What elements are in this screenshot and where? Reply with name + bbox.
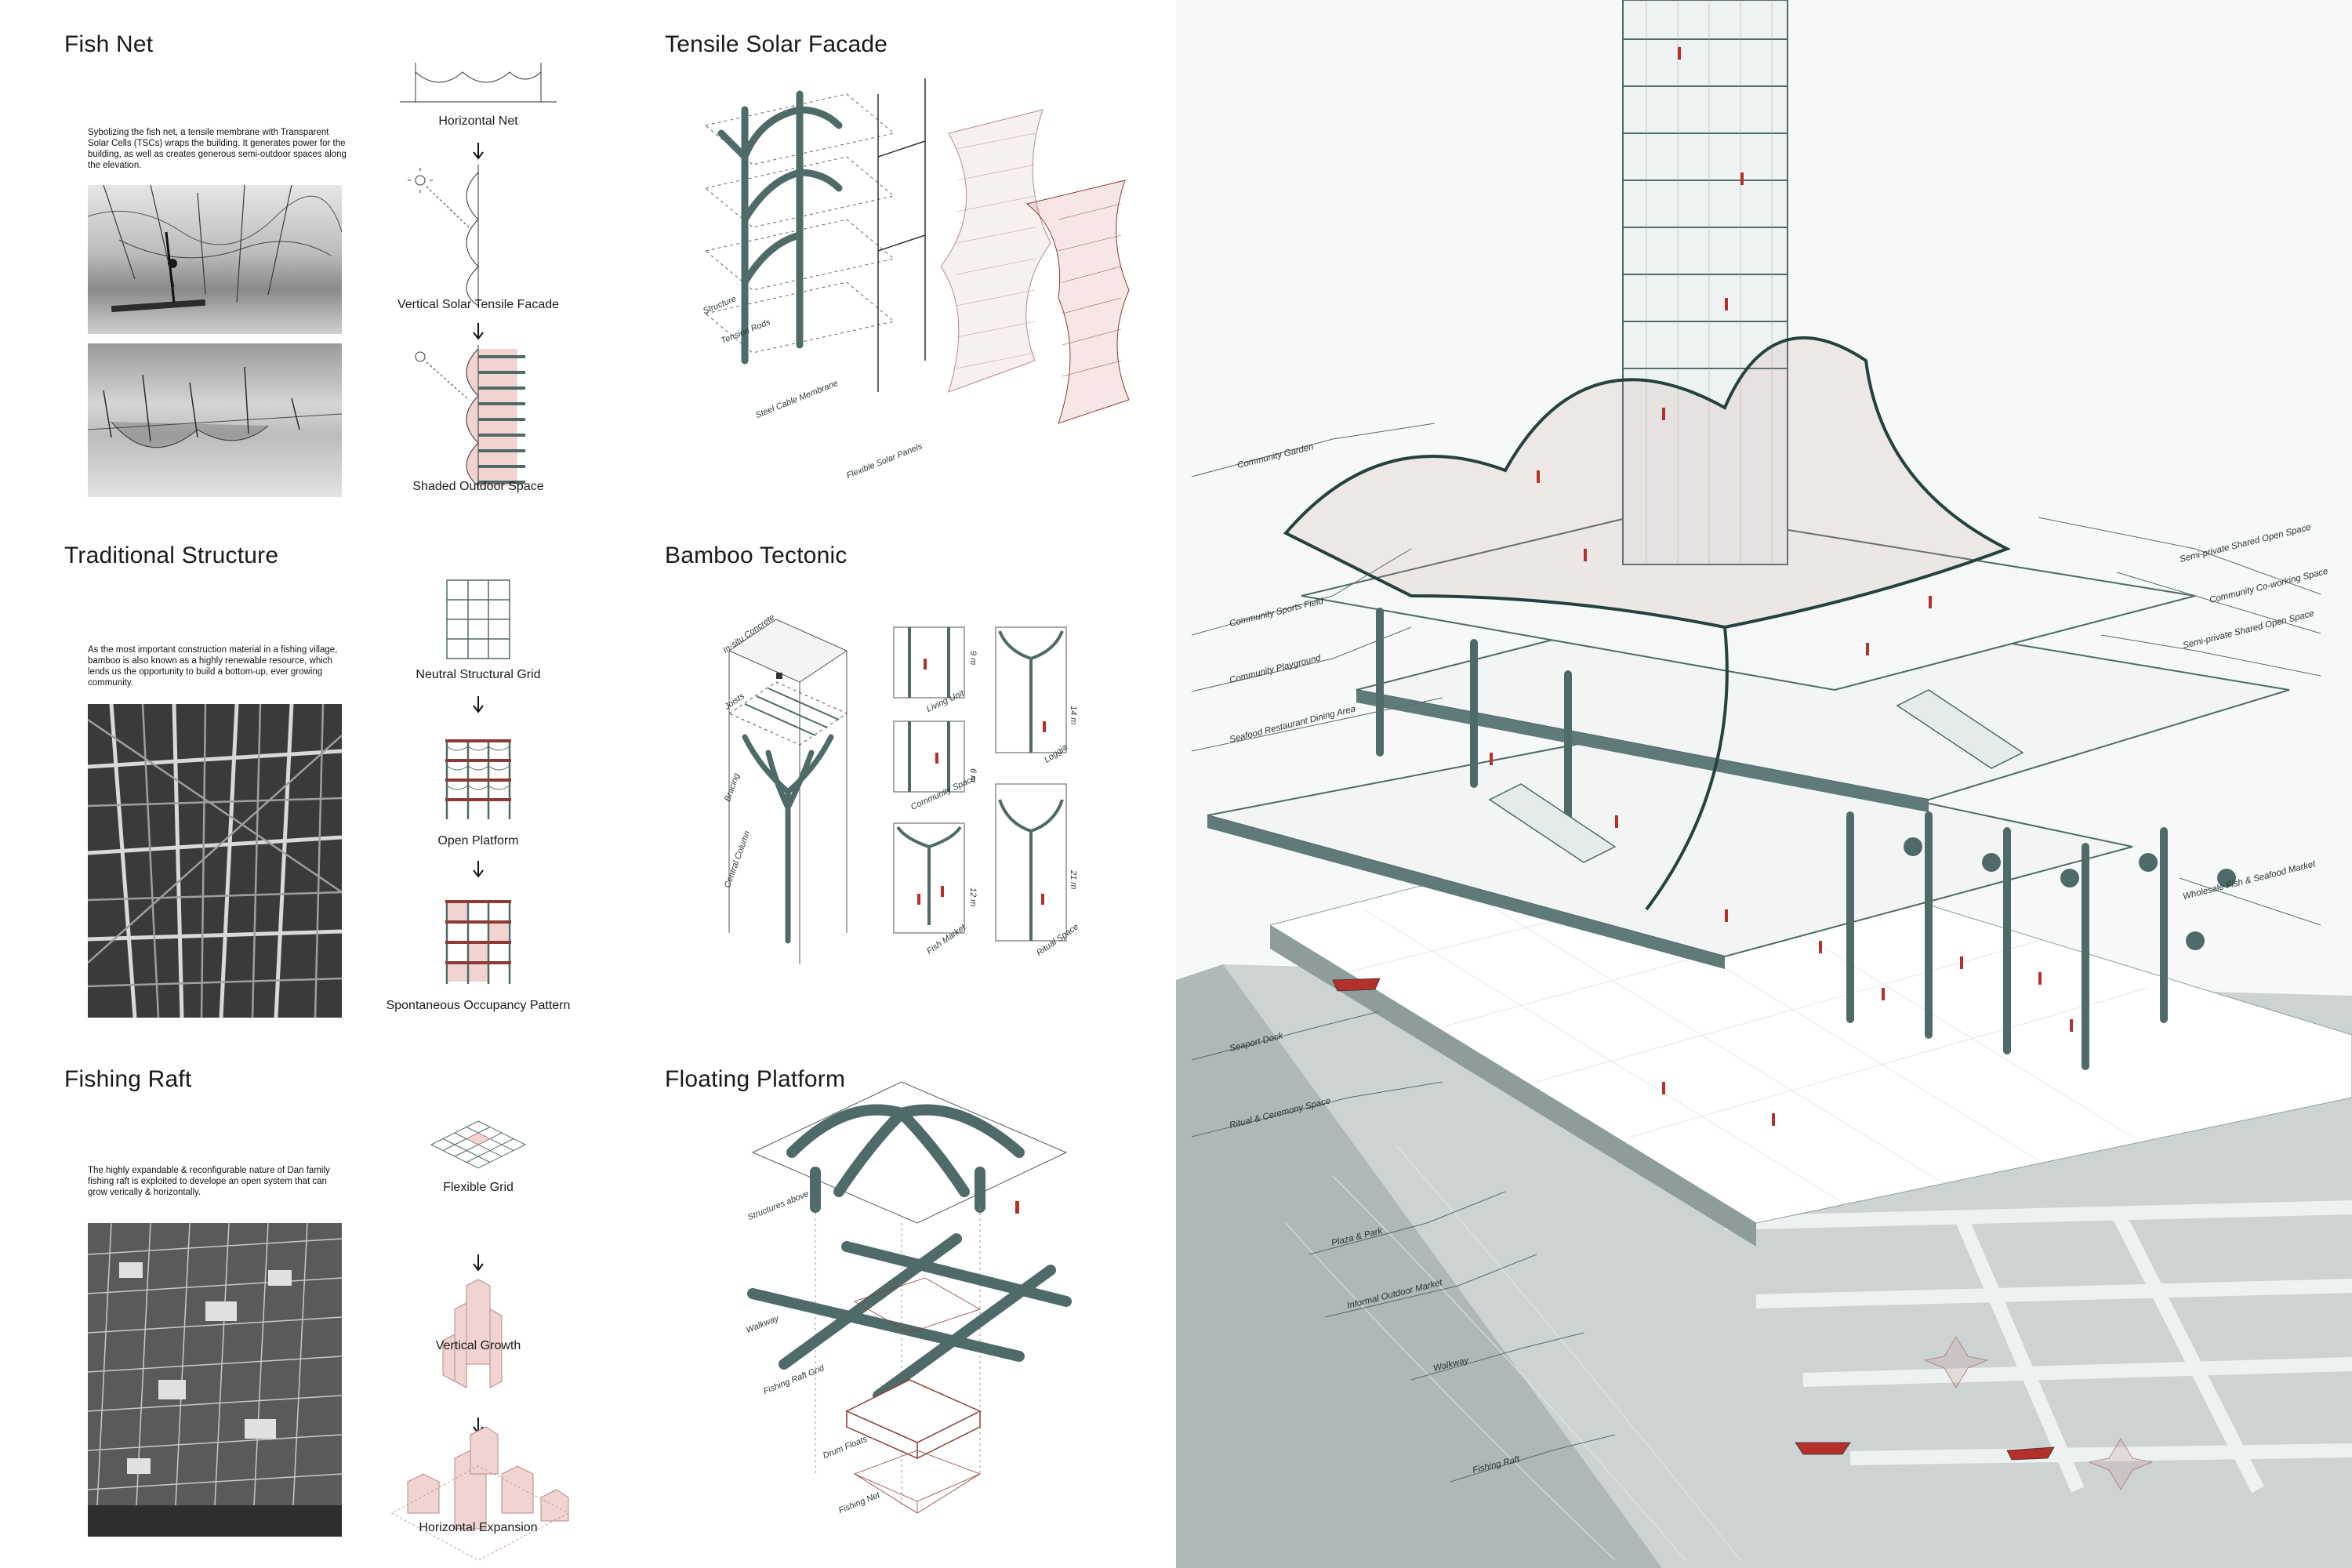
- axonometric-drawing: [1176, 0, 2352, 1568]
- fishing-raft-description: The highly expandable & reconfigurable n…: [88, 1166, 330, 1197]
- bamboo-dim-21m: 21 m: [1069, 870, 1078, 890]
- fish-net-step-3: Shaded Outdoor Space: [412, 480, 544, 493]
- bamboo-dim-14m: 14 m: [1069, 706, 1078, 725]
- fishing-raft-step-2: Vertical Growth: [435, 1339, 521, 1352]
- section-title-fish-net: Fish Net: [64, 31, 154, 57]
- section-title-tensile-solar-facade: Tensile Solar Facade: [665, 31, 888, 57]
- section-title-fishing-raft: Fishing Raft: [64, 1066, 192, 1092]
- section-title-traditional-structure: Traditional Structure: [64, 543, 279, 568]
- fishing-raft-diagram: [390, 1120, 570, 1561]
- traditional-step-1: Neutral Structural Grid: [416, 668, 541, 681]
- fish-net-description: Sybolizing the fish net, a tensile membr…: [88, 128, 347, 170]
- traditional-step-2: Open Platform: [437, 834, 519, 848]
- traditional-structure-diagram: [445, 579, 511, 984]
- bamboo-scaffold-photo-art: [88, 704, 342, 1018]
- fish-net-diagram: [400, 63, 557, 490]
- fish-net-photo-1: [88, 185, 342, 334]
- floating-platform-diagram: [747, 1081, 1072, 1514]
- tensile-facade-diagram: [704, 78, 1130, 424]
- fishing-raft-step-3: Horizontal Expansion: [419, 1521, 538, 1534]
- section-title-bamboo-tectonic: Bamboo Tectonic: [665, 543, 848, 568]
- traditional-step-3: Spontaneous Occupancy Pattern: [386, 999, 571, 1012]
- bamboo-dim-6m: 6 m: [968, 768, 978, 783]
- fish-net-step-1: Horizontal Net: [438, 114, 518, 128]
- fish-net-photo-2: [88, 343, 342, 497]
- bamboo-scaffold-photo: [88, 704, 342, 1018]
- fish-net-photo-1-art: [88, 185, 342, 313]
- bamboo-tectonic-diagram: [728, 619, 1067, 964]
- section-title-floating-platform: Floating Platform: [665, 1066, 846, 1092]
- fishing-raft-step-1: Flexible Grid: [443, 1181, 514, 1194]
- concept-panel: Fish Net Sybolizing the fish net, a tens…: [64, 31, 1130, 1561]
- axonometric-panel: Community Garden Community Sports Field …: [1176, 0, 2352, 1568]
- bamboo-dim-9m: 9 m: [968, 651, 978, 666]
- fishing-raft-photo-art: [88, 1223, 342, 1537]
- fishing-raft-aerial-photo: [88, 1223, 342, 1537]
- traditional-structure-description: As the most important construction mater…: [88, 645, 338, 688]
- bamboo-dim-12m: 12 m: [968, 887, 978, 907]
- fish-net-step-2: Vertical Solar Tensile Facade: [397, 298, 560, 311]
- fish-net-photo-2-art: [88, 366, 342, 448]
